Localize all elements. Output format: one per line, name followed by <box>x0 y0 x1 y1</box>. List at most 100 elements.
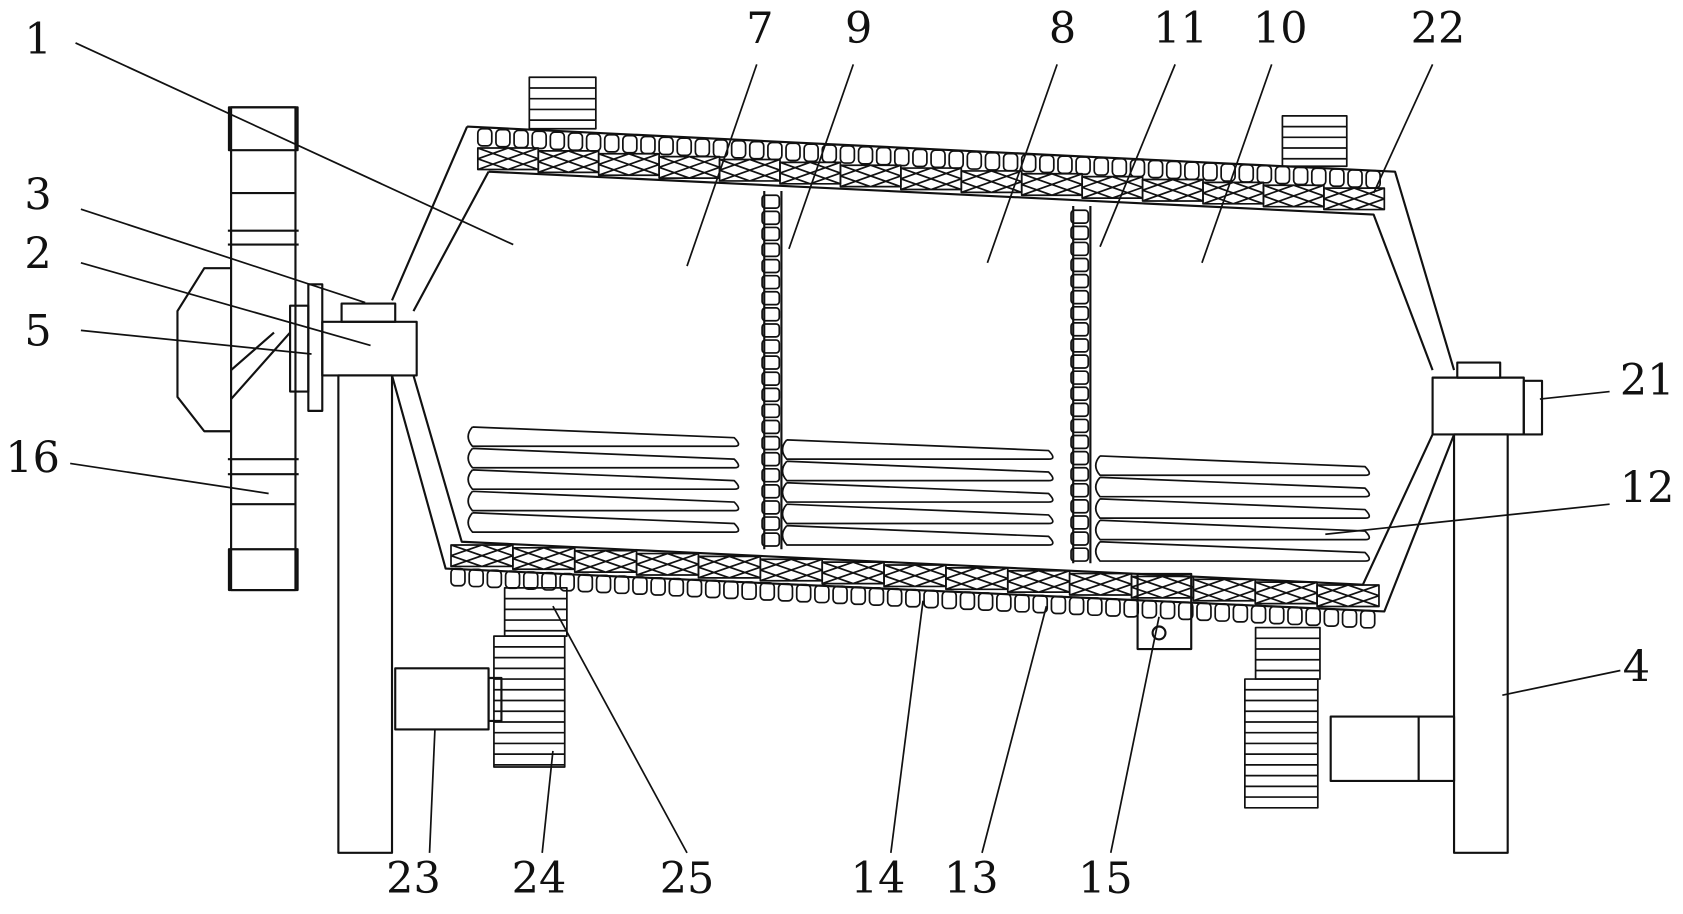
top-band-hatch <box>478 148 538 169</box>
motor-right <box>1331 717 1454 781</box>
top-band-bead <box>605 135 619 152</box>
support-left <box>338 375 392 852</box>
bottom-band-bead <box>869 588 883 605</box>
bottom-band-bead <box>1306 608 1320 625</box>
motor-23 <box>395 668 488 729</box>
bottom-band-bead <box>1015 595 1029 612</box>
bottom-band-bead <box>760 583 774 600</box>
leader-13 <box>982 606 1046 853</box>
bottom-band-hatch <box>513 548 575 569</box>
bottom-band-hatch <box>698 556 760 577</box>
right-bearing <box>1457 363 1500 378</box>
top-band-bead <box>623 136 637 153</box>
top-band-hatch <box>901 168 961 189</box>
top-band-bead <box>859 147 873 164</box>
leader-14 <box>891 601 923 853</box>
top-band-bead <box>786 143 800 160</box>
label-15: 15 <box>1078 854 1133 904</box>
bottom-band-bead <box>615 576 629 593</box>
wheel-bottom-cap <box>229 549 298 590</box>
bottom-band-bead <box>1197 603 1211 620</box>
top-band-hatch <box>1263 185 1323 206</box>
label-5: 5 <box>24 307 51 357</box>
label-3: 3 <box>24 170 51 220</box>
bottom-band-bead <box>924 590 938 607</box>
bottom-band-bead <box>979 593 993 610</box>
baffle-plate <box>468 513 738 532</box>
top-band-hatch <box>840 165 900 186</box>
top-band-bead <box>659 137 673 154</box>
label-10: 10 <box>1253 4 1308 54</box>
bottom-band-bead <box>597 575 611 592</box>
baffle-plate <box>782 526 1052 545</box>
bottom-band-bead <box>997 594 1011 611</box>
bottom-band-bead <box>1288 607 1302 624</box>
label-14: 14 <box>851 854 906 904</box>
baffle-plate <box>1096 520 1370 539</box>
top-band-bead <box>1076 157 1090 174</box>
bottom-band-bead <box>524 572 538 589</box>
bottom-band-bead <box>797 585 811 602</box>
bottom-band-bead <box>1161 601 1175 618</box>
bottom-band-bead <box>469 569 483 586</box>
leader-3 <box>81 209 365 302</box>
baffle-plate <box>782 440 1052 459</box>
top-band-bead <box>804 144 818 161</box>
shaft-2 <box>322 322 416 376</box>
bottom-band-bead <box>1361 611 1375 628</box>
leader-23 <box>430 729 435 852</box>
top-band-bead <box>1239 165 1253 182</box>
bottom-band-bead <box>1215 604 1229 621</box>
top-band-bead <box>1112 159 1126 176</box>
label-16: 16 <box>5 433 60 483</box>
baffle-plate <box>782 504 1052 523</box>
top-band-bead <box>1004 154 1018 171</box>
top-band-bead <box>1149 160 1163 177</box>
baffle-plate <box>1096 499 1370 518</box>
top-band-bead <box>732 141 746 158</box>
baffle-plate <box>782 483 1052 502</box>
top-band-bead <box>931 150 945 167</box>
bottom-band-hatch <box>1255 582 1317 603</box>
baffle-plate <box>468 448 738 467</box>
top-band-bead <box>1094 158 1108 175</box>
top-band-bead <box>514 130 528 147</box>
bottom-band-hatch <box>760 559 822 580</box>
label-7: 7 <box>746 4 773 54</box>
top-band-bead <box>1348 170 1362 187</box>
gear-25 <box>505 588 567 636</box>
motor-23-shaft <box>489 678 502 721</box>
bottom-band-bead <box>815 585 829 602</box>
end-cap-21 <box>1524 381 1542 435</box>
top-band-hatch <box>720 159 780 180</box>
bottom-band-bead <box>1270 606 1284 623</box>
top-band-bead <box>1257 166 1271 183</box>
baffle-plate <box>1096 477 1370 496</box>
top-band-bead <box>913 149 927 166</box>
label-11: 11 <box>1153 4 1208 54</box>
top-band-bead <box>568 133 582 150</box>
leader-16 <box>70 463 268 493</box>
top-band-bead <box>695 139 709 156</box>
top-band-hatch <box>659 157 719 178</box>
bottom-band-hatch <box>1008 571 1070 592</box>
bottom-band-bead <box>578 574 592 591</box>
generated-details <box>451 77 1384 808</box>
top-band-bead <box>768 142 782 159</box>
label-2: 2 <box>24 229 51 279</box>
bottom-band-hatch <box>1193 579 1255 600</box>
bottom-band-hatch <box>1070 574 1132 595</box>
top-band-bead <box>840 146 854 163</box>
bottom-band-bead <box>724 581 738 598</box>
label-13: 13 <box>944 854 999 904</box>
label-21: 21 <box>1620 356 1675 406</box>
leader-11 <box>1100 64 1175 246</box>
top-band-bead <box>967 152 981 169</box>
bottom-band-bead <box>1233 605 1247 622</box>
bottom-band-hatch <box>637 554 699 575</box>
top-band-bead <box>587 134 601 151</box>
leader-4 <box>1502 670 1620 695</box>
top-band-hatch <box>599 154 659 175</box>
bottom-band-bead <box>651 578 665 595</box>
leader-9 <box>789 64 853 249</box>
